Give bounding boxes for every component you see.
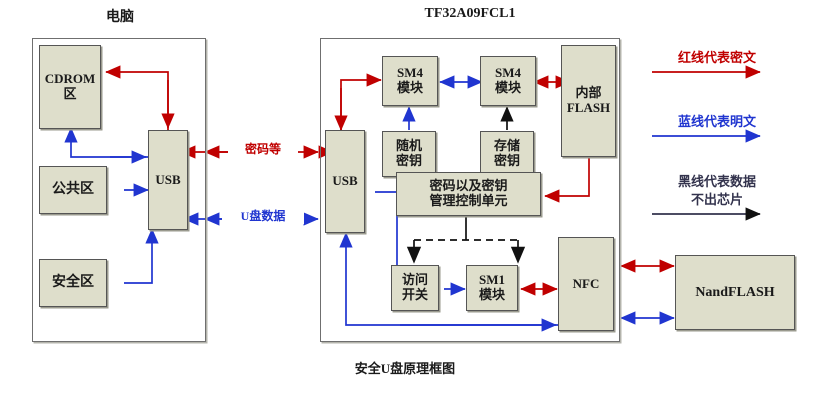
sm4-right-line2: 模块 [494, 80, 521, 95]
chip-boundary [320, 38, 620, 342]
chip-usb-box[interactable]: USB [325, 130, 365, 233]
legend-onchip-label-line2: 不出芯片 [690, 192, 743, 207]
sm4-left-box[interactable]: SM4 模块 [382, 56, 438, 106]
nand-flash-box[interactable]: NandFLASH [675, 255, 795, 330]
sm4-left-line1: SM4 [397, 65, 423, 81]
cdrom-label-line1: CDROM [44, 71, 96, 87]
internal-flash-line2: FLASH [566, 100, 611, 115]
diagram-caption: 安全U盘原理框图 [354, 361, 456, 376]
chip-title: TF32A09FCL1 [424, 6, 516, 21]
nfc-label: NFC [572, 275, 600, 291]
control-unit-line2: 管理控制单元 [429, 193, 508, 208]
internal-flash-box[interactable]: 内部 FLASH [561, 45, 616, 157]
sm4-right-box[interactable]: SM4 模块 [480, 56, 536, 106]
random-key-line2: 密钥 [395, 153, 422, 168]
secure-area-label: 安全区 [52, 275, 94, 291]
secure-area-box[interactable]: 安全区 [39, 259, 107, 307]
udisk-data-bus-label: U盘数据 [222, 207, 304, 224]
host-usb-box[interactable]: USB [148, 130, 188, 230]
sm4-right-line1: SM4 [495, 65, 521, 81]
cdrom-label-line2: 区 [63, 86, 77, 101]
legend-ciphertext-label: 红线代表密文 [677, 50, 756, 65]
stored-key-box[interactable]: 存储 密钥 [480, 131, 534, 177]
computer-boundary [32, 38, 206, 342]
password-bus-label: 密码等 [228, 140, 298, 157]
public-area-box[interactable]: 公共区 [39, 166, 107, 214]
access-switch-box[interactable]: 访问 开关 [391, 265, 439, 311]
sm4-left-line2: 模块 [396, 80, 423, 95]
random-key-line1: 随机 [395, 138, 422, 154]
internal-flash-line1: 内部 [575, 85, 602, 101]
sm1-line1: SM1 [479, 272, 505, 288]
chip-usb-label: USB [332, 173, 358, 189]
public-area-label: 公共区 [52, 182, 94, 198]
control-unit-line1: 密码以及密钥 [429, 178, 508, 194]
access-switch-line2: 开关 [401, 287, 428, 302]
cdrom-area-box[interactable]: CDROM 区 [39, 45, 101, 129]
access-switch-line1: 访问 [401, 272, 428, 288]
sm1-line2: 模块 [478, 287, 505, 302]
host-usb-label: USB [155, 171, 181, 187]
nand-flash-label: NandFLASH [695, 284, 775, 300]
stored-key-line1: 存储 [493, 138, 520, 154]
key-management-control-unit-box[interactable]: 密码以及密钥 管理控制单元 [396, 172, 541, 216]
sm1-box[interactable]: SM1 模块 [466, 265, 518, 311]
computer-title: 电脑 [106, 10, 134, 25]
nfc-box[interactable]: NFC [558, 237, 614, 331]
legend-onchip-label-line1: 黑线代表数据 [677, 174, 756, 189]
random-key-box[interactable]: 随机 密钥 [382, 131, 436, 177]
stored-key-line2: 密钥 [493, 153, 520, 168]
legend-plaintext-label: 蓝线代表明文 [677, 114, 756, 129]
